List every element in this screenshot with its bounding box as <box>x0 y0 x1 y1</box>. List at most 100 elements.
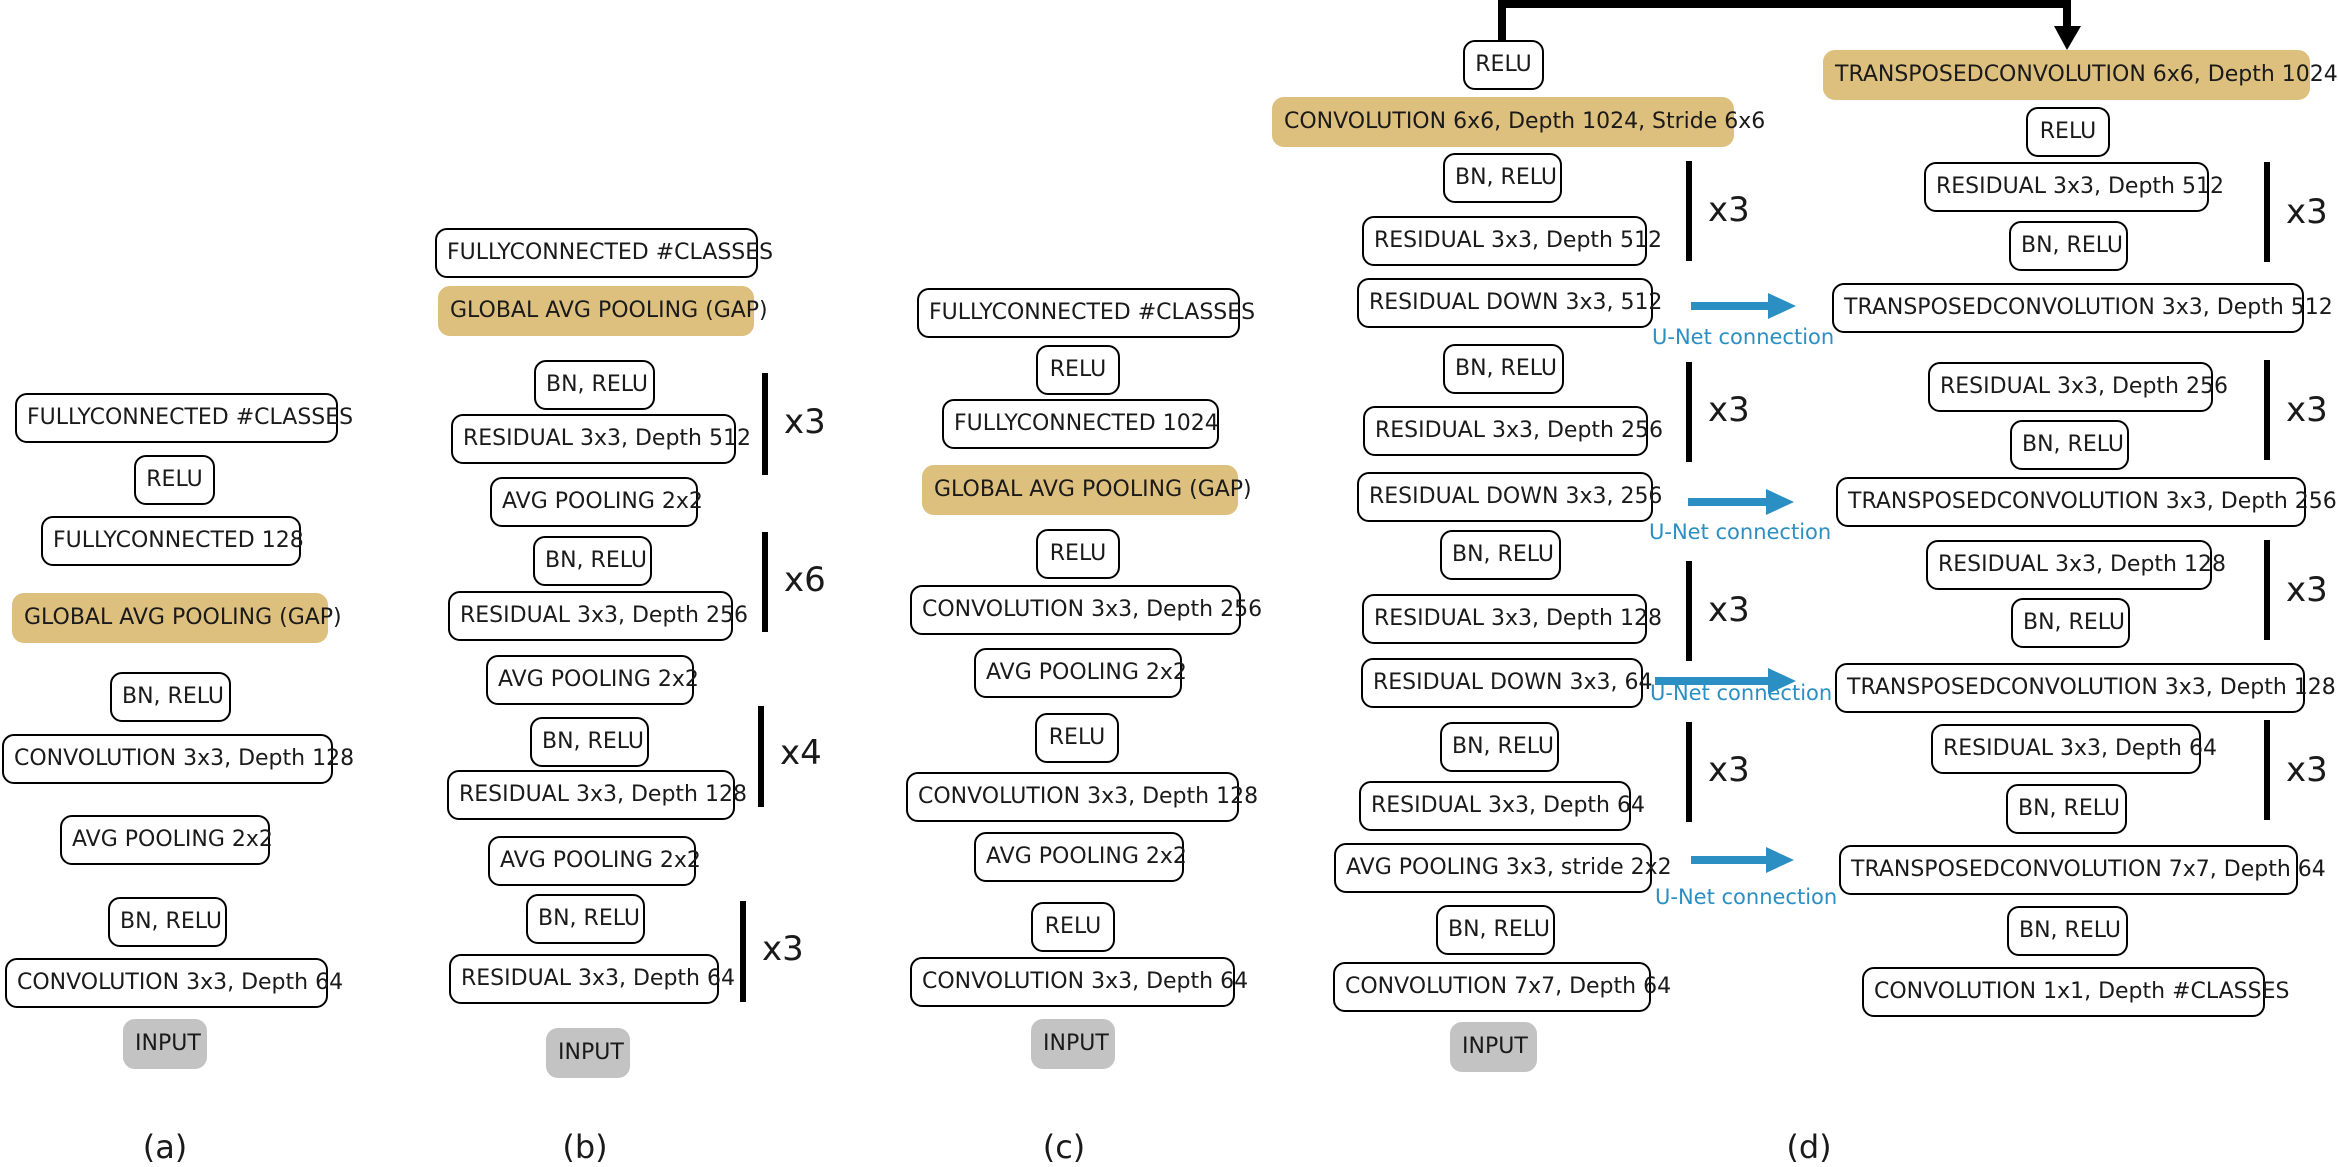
repeat-bracket <box>758 706 764 807</box>
repeat-bracket <box>2264 162 2270 262</box>
layer-residual-128: RESIDUAL 3x3, Depth 128 <box>1362 594 1662 644</box>
layer-input: INPUT <box>1031 1019 1115 1069</box>
layer-relu: RELU <box>1036 529 1120 579</box>
layer-relu: RELU <box>2026 107 2110 157</box>
layer-residual-128: RESIDUAL 3x3, Depth 128 <box>447 770 747 820</box>
layer-conv-64: CONVOLUTION 3x3, Depth 64 <box>910 957 1248 1007</box>
repeat-count: x6 <box>784 560 826 600</box>
layer-conv-7x7: CONVOLUTION 7x7, Depth 64 <box>1333 962 1671 1012</box>
unet-connection-label: U-Net connection <box>1652 325 1835 349</box>
layer-fc-classes: FULLYCONNECTED #CLASSES <box>15 393 353 443</box>
bottleneck-connector <box>1498 0 2071 42</box>
repeat-count: x4 <box>780 733 822 773</box>
layer-avg-pool: AVG POOLING 2x2 <box>488 836 701 886</box>
layer-avg-pool: AVG POOLING 2x2 <box>486 655 699 705</box>
layer-conv-64: CONVOLUTION 3x3, Depth 64 <box>5 958 343 1008</box>
unet-connection-label: U-Net connection <box>1650 681 1833 705</box>
layer-bn-relu: BN, RELU <box>534 360 655 410</box>
repeat-count: x3 <box>1708 590 1750 630</box>
layer-bn-relu: BN, RELU <box>1440 530 1561 580</box>
layer-residual-512: RESIDUAL 3x3, Depth 512 <box>1362 216 1662 266</box>
unet-connection-label: U-Net connection <box>1649 520 1832 544</box>
repeat-count: x3 <box>1708 190 1750 230</box>
layer-gap: GLOBAL AVG POOLING (GAP) <box>438 286 768 336</box>
repeat-bracket <box>2264 720 2270 820</box>
layer-residual-down-64: RESIDUAL DOWN 3x3, 64 <box>1361 658 1652 708</box>
layer-relu: RELU <box>1463 40 1544 90</box>
layer-residual-512: RESIDUAL 3x3, Depth 512 <box>451 414 751 464</box>
layer-transposed-conv-512: TRANSPOSEDCONVOLUTION 3x3, Depth 512 <box>1832 283 2333 333</box>
layer-bn-relu: BN, RELU <box>108 897 227 947</box>
repeat-bracket <box>1686 362 1692 462</box>
repeat-bracket <box>2264 540 2270 640</box>
layer-conv-256: CONVOLUTION 3x3, Depth 256 <box>910 585 1262 635</box>
layer-conv-128: CONVOLUTION 3x3, Depth 128 <box>906 772 1258 822</box>
caption-b: (b) <box>562 1128 608 1166</box>
layer-input: INPUT <box>123 1019 207 1069</box>
layer-bn-relu: BN, RELU <box>2010 420 2129 470</box>
repeat-bracket <box>2264 360 2270 460</box>
layer-fc-classes: FULLYCONNECTED #CLASSES <box>917 288 1255 338</box>
layer-transposed-conv-6x6: TRANSPOSEDCONVOLUTION 6x6, Depth 1024 <box>1823 50 2338 100</box>
layer-relu: RELU <box>134 455 215 505</box>
unet-arrow-2 <box>1688 489 1794 515</box>
layer-fc-classes: FULLYCONNECTED #CLASSES <box>435 228 773 278</box>
layer-input: INPUT <box>1450 1022 1537 1072</box>
layer-bn-relu: BN, RELU <box>526 894 645 944</box>
layer-bn-relu: BN, RELU <box>530 717 649 767</box>
unet-connection-label: U-Net connection <box>1655 885 1838 909</box>
layer-bn-relu: BN, RELU <box>1436 905 1555 955</box>
layer-bn-relu: BN, RELU <box>1440 722 1559 772</box>
layer-residual-64: RESIDUAL 3x3, Depth 64 <box>1931 724 2217 774</box>
repeat-count: x3 <box>2286 192 2328 232</box>
caption-a: (a) <box>142 1128 188 1166</box>
layer-fc-128: FULLYCONNECTED 128 <box>41 516 304 566</box>
layer-residual-down-512: RESIDUAL DOWN 3x3, 512 <box>1357 278 1662 328</box>
layer-avg-pool: AVG POOLING 2x2 <box>60 815 273 865</box>
repeat-bracket <box>1686 722 1692 822</box>
unet-arrow-1 <box>1691 293 1796 319</box>
layer-gap: GLOBAL AVG POOLING (GAP) <box>922 465 1252 515</box>
layer-residual-128: RESIDUAL 3x3, Depth 128 <box>1926 540 2226 590</box>
layer-relu: RELU <box>1031 902 1115 952</box>
layer-bn-relu: BN, RELU <box>110 672 231 722</box>
layer-transposed-conv-7x7: TRANSPOSEDCONVOLUTION 7x7, Depth 64 <box>1839 845 2326 895</box>
layer-avg-pool: AVG POOLING 2x2 <box>974 648 1187 698</box>
layer-bn-relu: BN, RELU <box>2011 598 2130 648</box>
repeat-count: x3 <box>2286 750 2328 790</box>
bottleneck-arrowhead <box>2054 26 2081 50</box>
layer-bn-relu: BN, RELU <box>2006 784 2127 834</box>
layer-transposed-conv-256: TRANSPOSEDCONVOLUTION 3x3, Depth 256 <box>1836 477 2337 527</box>
layer-conv-128: CONVOLUTION 3x3, Depth 128 <box>2 734 354 784</box>
repeat-count: x3 <box>1708 390 1750 430</box>
repeat-bracket <box>762 373 768 475</box>
repeat-count: x3 <box>1708 750 1750 790</box>
layer-residual-64: RESIDUAL 3x3, Depth 64 <box>1359 781 1645 831</box>
layer-bn-relu: BN, RELU <box>2009 221 2128 271</box>
caption-c: (c) <box>1042 1128 1086 1166</box>
repeat-bracket <box>762 532 768 632</box>
layer-relu: RELU <box>1036 345 1120 395</box>
caption-d: (d) <box>1786 1128 1832 1166</box>
layer-bn-relu: BN, RELU <box>533 536 652 586</box>
layer-transposed-conv-128: TRANSPOSEDCONVOLUTION 3x3, Depth 128 <box>1835 663 2336 713</box>
repeat-bracket <box>1686 561 1692 661</box>
layer-residual-64: RESIDUAL 3x3, Depth 64 <box>449 954 735 1004</box>
repeat-count: x3 <box>2286 390 2328 430</box>
layer-avg-pool: AVG POOLING 2x2 <box>490 477 703 527</box>
layer-gap: GLOBAL AVG POOLING (GAP) <box>12 593 342 643</box>
repeat-bracket <box>740 901 746 1002</box>
layer-residual-down-256: RESIDUAL DOWN 3x3, 256 <box>1357 472 1662 522</box>
layer-avg-pool: AVG POOLING 2x2 <box>974 832 1187 882</box>
layer-fc-1024: FULLYCONNECTED 1024 <box>942 399 1219 449</box>
layer-conv-1x1-classes: CONVOLUTION 1x1, Depth #CLASSES <box>1862 967 2289 1017</box>
layer-residual-512: RESIDUAL 3x3, Depth 512 <box>1924 162 2224 212</box>
repeat-count: x3 <box>784 402 826 442</box>
repeat-count: x3 <box>2286 570 2328 610</box>
layer-avg-pool-3x3: AVG POOLING 3x3, stride 2x2 <box>1334 843 1672 893</box>
layer-residual-256: RESIDUAL 3x3, Depth 256 <box>1928 362 2228 412</box>
layer-bn-relu: BN, RELU <box>2007 906 2128 956</box>
layer-bn-relu: BN, RELU <box>1443 153 1562 203</box>
